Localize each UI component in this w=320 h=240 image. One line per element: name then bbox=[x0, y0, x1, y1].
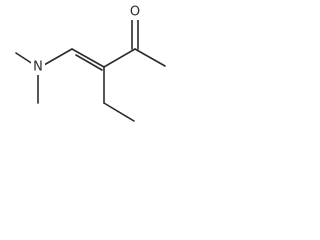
oxygen-label-bg bbox=[128, 4, 142, 20]
bond-ch-c-double-inner bbox=[75, 54, 103, 71]
nitrogen-label-bg bbox=[31, 60, 45, 75]
structure-diagram: N O bbox=[15, 4, 166, 122]
bond-c-carbonyl bbox=[103, 48, 136, 68]
bond-carbonyl-methyl bbox=[134, 48, 166, 67]
nitrogen-label: N bbox=[33, 60, 43, 75]
bond-ch-c-double-outer bbox=[71, 48, 105, 68]
bond-ch2-ch3 bbox=[103, 102, 135, 122]
oxygen-label: O bbox=[130, 5, 140, 20]
bond-n-ch bbox=[43, 48, 73, 66]
